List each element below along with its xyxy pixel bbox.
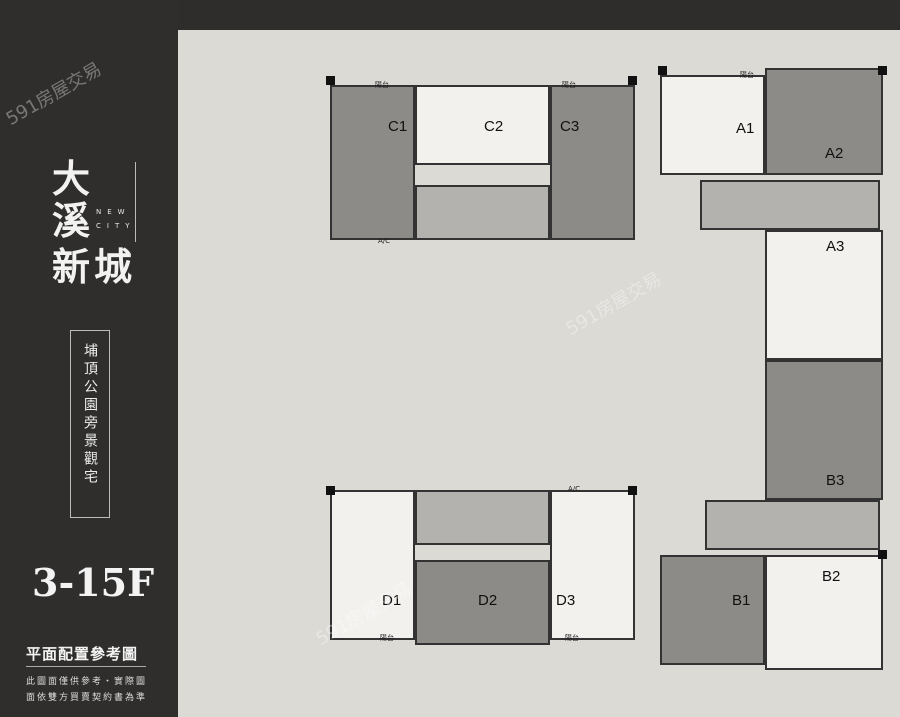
title-char: 溪 — [52, 198, 91, 243]
column — [658, 66, 667, 75]
unit-label: C1 — [388, 118, 408, 135]
brand-panel: 大 溪 新 城 NEW CITY 埔頂公園旁景觀宅 3-15F 平面配置參考圖 … — [0, 0, 178, 717]
unit-label: D1 — [382, 592, 402, 609]
room-label: 陽台 — [380, 634, 394, 642]
unit-label: B3 — [826, 472, 845, 489]
plan-title: 平面配置參考圖 — [26, 645, 139, 663]
ac-label: A/C — [378, 237, 391, 245]
unit-label: C3 — [560, 118, 580, 135]
core-stairs — [700, 180, 880, 230]
column — [878, 66, 887, 75]
unit-label: C2 — [484, 118, 504, 135]
column — [628, 76, 637, 85]
column — [326, 486, 335, 495]
unit-a3-area — [765, 230, 883, 360]
core-stairs — [705, 500, 880, 550]
unit-c1-area — [330, 85, 415, 240]
title-char: 新 — [52, 244, 91, 289]
unit-c3-area — [550, 85, 635, 240]
column — [628, 486, 637, 495]
unit-label: A3 — [826, 238, 845, 255]
unit-d3-area — [550, 490, 635, 640]
unit-label: B1 — [732, 592, 751, 609]
unit-label: A1 — [736, 120, 755, 137]
unit-label: D3 — [556, 592, 576, 609]
unit-label: D2 — [478, 592, 498, 609]
unit-b1-area — [660, 555, 765, 665]
disclaimer: 面依雙方買賣契約書為準 — [26, 693, 148, 703]
unit-d2-area — [415, 560, 550, 645]
unit-a1-area — [660, 75, 765, 175]
disclaimer: 此圖面僅供參考・實際圖 — [26, 677, 148, 687]
unit-c2-area — [415, 85, 550, 165]
room-label: 陽台 — [565, 634, 579, 642]
room-label: 陽台 — [740, 71, 754, 79]
divider — [26, 666, 146, 667]
core-stairs — [415, 185, 550, 240]
brand-subtitle: CITY — [96, 222, 136, 230]
unit-b3-area — [765, 360, 883, 500]
title-char: 城 — [94, 244, 133, 289]
slogan-box: 埔頂公園旁景觀宅 — [70, 330, 110, 518]
unit-label: B2 — [822, 568, 841, 585]
unit-label: A2 — [825, 145, 844, 162]
room-label: 陽台 — [375, 81, 389, 89]
column — [326, 76, 335, 85]
room-label: 陽台 — [562, 81, 576, 89]
unit-a2-area — [765, 68, 883, 175]
title-char: 大 — [52, 156, 91, 201]
core-stairs — [415, 490, 550, 545]
floor-range: 3-15F — [32, 560, 155, 605]
unit-b2-area — [765, 555, 883, 670]
ac-label: A/C — [568, 485, 581, 493]
brand-subtitle: NEW — [96, 208, 131, 216]
column — [878, 550, 887, 559]
slogan-text: 埔頂公園旁景觀宅 — [82, 343, 98, 487]
unit-d1-area — [330, 490, 415, 640]
divider — [135, 162, 136, 242]
brand-logo: 大 溪 新 城 NEW CITY — [52, 160, 137, 290]
